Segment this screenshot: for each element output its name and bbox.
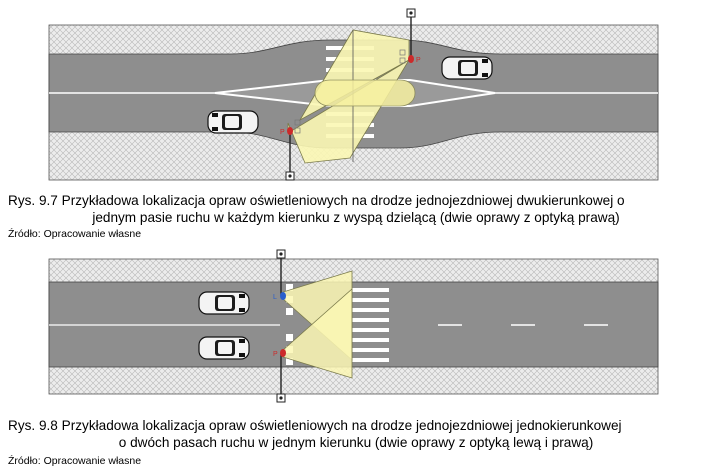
luminaire-optics-label: P [280,129,285,136]
luminaire-optics-label: P [416,57,421,64]
figure-9-7-diagram: P P [48,8,659,181]
car-icon [198,336,250,360]
caption-line: o dwóch pasach ruchu w jednym kierunku (… [118,435,594,450]
light-pole-upper: P [399,8,421,64]
zebra-crossing [352,288,389,362]
figure-9-7-caption: Rys. 9.7 Przykładowa lokalizacja opraw o… [8,192,704,226]
island-highlight [314,79,416,107]
figure-source: Źródło: Opracowanie własne [8,228,142,240]
luminaire-icon [287,127,293,135]
car-icon [207,110,259,134]
figure-9-8-caption: Rys. 9.8 Przykładowa lokalizacja opraw o… [8,417,704,451]
figure-source: Źródło: Opracowanie własne [8,455,142,467]
light-pole-lower: P [280,119,301,181]
car-icon [441,56,493,80]
luminaire-optics-label: L [273,294,277,301]
luminaire-icon [280,292,286,300]
car-icon [198,291,250,315]
luminaire-optics-label: P [273,351,278,358]
caption-line: jednym pasie ruchu w każdym kierunku z w… [92,210,620,225]
luminaire-icon [280,349,286,357]
caption-line: Rys. 9.7 Przykładowa lokalizacja opraw o… [8,193,625,208]
luminaire-icon [408,55,414,63]
caption-line: Rys. 9.8 Przykładowa lokalizacja opraw o… [8,418,622,433]
figure-9-8-diagram: L P [48,249,659,403]
light-pole-upper: L [273,249,286,301]
light-pole-lower: P [273,349,286,403]
